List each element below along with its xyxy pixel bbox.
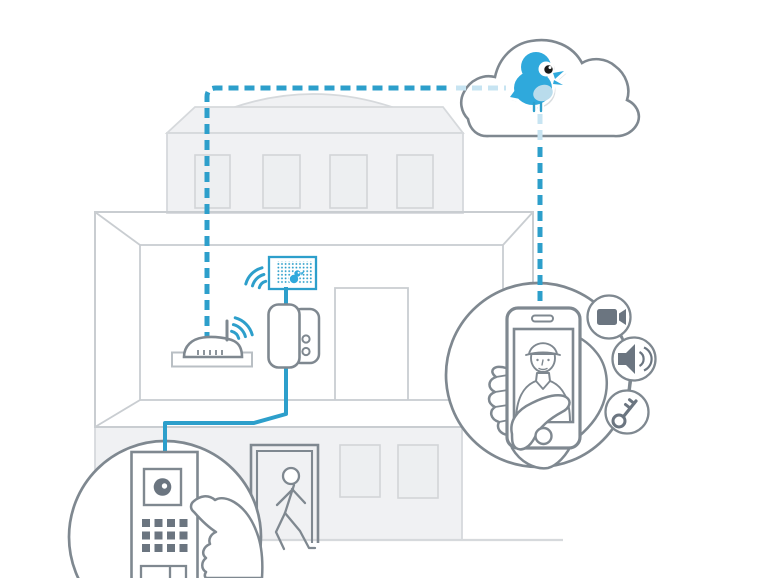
router-wifi-waves-icon [230, 316, 254, 340]
roof-top [164, 106, 465, 134]
loudspeaker-icon [618, 344, 653, 374]
chime-bird-logo-icon [288, 269, 305, 285]
door-key-icon [611, 398, 638, 429]
wireless-link-router-cloud [204, 85, 452, 342]
audio-badge [611, 336, 657, 382]
intercom-button [301, 334, 311, 344]
door-station-bell-button [139, 564, 188, 578]
smartphone-in-hand [487, 306, 609, 470]
chime-body [267, 255, 318, 291]
ground-floor-windows [339, 444, 439, 499]
smartphone-earpiece [531, 314, 554, 323]
cloud [456, 38, 641, 143]
intercom-handset-receiver [267, 303, 301, 369]
roof-dome [231, 93, 396, 109]
feature-icons [586, 294, 657, 435]
smartphone-home-button [534, 426, 553, 446]
intercom-handset [267, 303, 321, 369]
bird-logo-icon [507, 49, 567, 113]
chime-wifi-waves-icon [244, 266, 268, 290]
walking-person [274, 466, 317, 551]
video-camera-icon [597, 309, 626, 325]
thumb [510, 394, 571, 451]
pointing-hand [189, 495, 264, 578]
unlock-badge [604, 389, 650, 435]
router-vents [197, 350, 223, 355]
door-station-keypad [142, 519, 188, 552]
visitor-cap [528, 342, 558, 355]
wifi-router [171, 316, 254, 368]
wired-link-chime-intercom-doorstation [163, 287, 288, 453]
interior-doorway [334, 287, 409, 400]
router-body [182, 335, 244, 359]
upper-floor-windows [194, 154, 434, 209]
indoor-chime [244, 255, 318, 291]
intercom-button [301, 346, 311, 357]
video-call-badge [586, 294, 632, 340]
door-station [130, 450, 264, 578]
